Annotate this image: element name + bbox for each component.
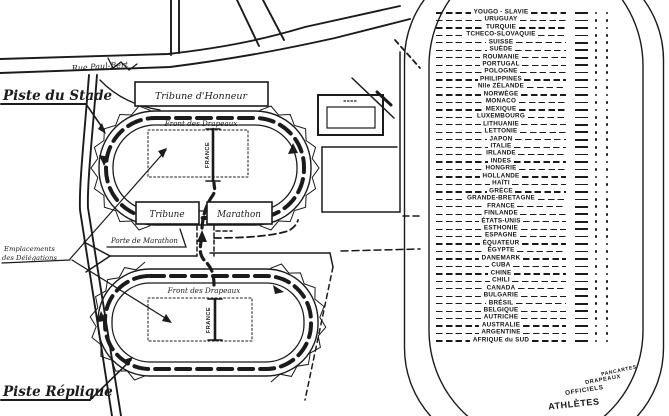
street-label: Rue Paul-Bert [71,60,130,73]
piste-replique-track [97,268,319,377]
tribune-boxes [106,81,273,248]
front-drapeaux-bottom-label: Front des Drapeaux [167,286,241,295]
tribune-honneur-label: Tribune d'Honneur [155,91,249,102]
marathon-route [198,181,217,287]
porte-marathon-label: Porte de Marathon [110,237,178,245]
piste-du-stade-track [98,110,312,226]
track-end-scallops [89,105,327,383]
piste-replique-label: Piste Réplique [2,384,113,400]
emplacements-label-line2: des Délégations [2,254,57,262]
map-structures [83,51,421,401]
piste-du-stade-label: Piste du Stade [2,88,113,104]
marathon-label: Marathon [216,210,261,220]
arrowheads [97,123,298,366]
tribune-label: Tribune [149,210,184,220]
formation-oval [403,0,665,416]
front-drapeaux-top-label: Front des Drapeaux [164,119,238,128]
france-bottom-label: FRANCE [206,307,212,333]
emplacements-label-line1: Emplacements [3,245,55,253]
france-top-label: FRANCE [205,142,211,168]
